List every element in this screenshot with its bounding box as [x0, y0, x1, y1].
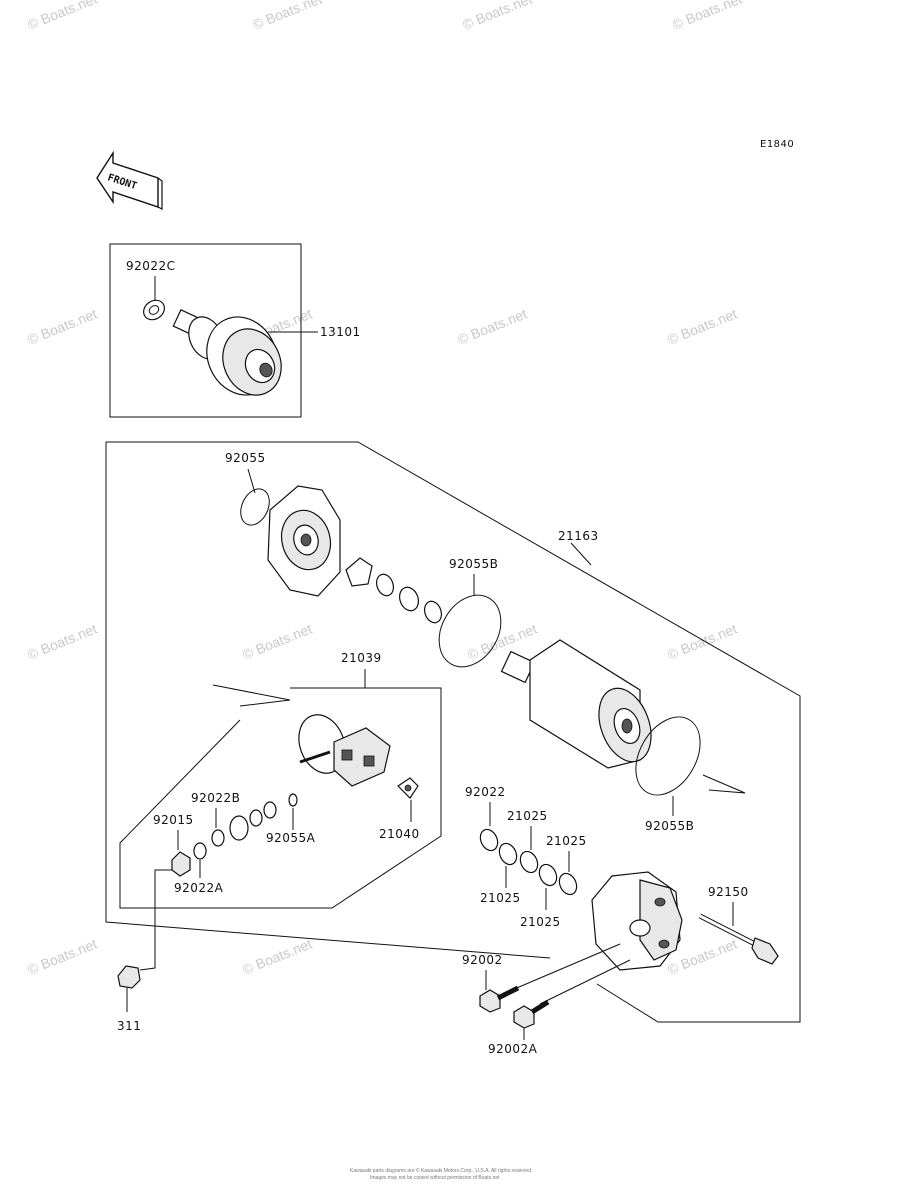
watermark: © Boats.net — [250, 0, 324, 33]
front-cover — [267, 485, 341, 597]
callout-92002: 92002 — [462, 953, 503, 967]
callout-92150: 92150 — [708, 885, 749, 899]
nut-311 — [117, 965, 141, 989]
starter-assembly-outline — [106, 441, 801, 1023]
callout-92022C: 92022C — [126, 259, 176, 273]
callout-92022A: 92022A — [174, 881, 224, 895]
watermark: © Boats.net — [25, 0, 99, 33]
callout-21040: 21040 — [379, 827, 420, 841]
watermark: © Boats.net — [25, 935, 99, 977]
nut-21040 — [397, 777, 419, 799]
watermark: © Boats.net — [670, 0, 744, 33]
brush-plate-21039 — [298, 714, 391, 787]
rear-cover — [591, 871, 683, 971]
callout-92055B-top: 92055B — [449, 557, 498, 571]
callout-13101: 13101 — [320, 325, 361, 339]
washer-92022C — [143, 299, 165, 321]
callout-21025-c: 21025 — [480, 891, 521, 905]
o-ring-92055B-bottom — [635, 716, 701, 796]
watermark: © Boats.net — [240, 620, 314, 662]
callout-92022: 92022 — [465, 785, 506, 799]
callout-21025-b: 21025 — [546, 834, 587, 848]
callout-92022B: 92022B — [191, 791, 240, 805]
callout-21163: 21163 — [558, 529, 599, 543]
o-ring-92055B-top — [438, 594, 502, 668]
callout-311: 311 — [117, 1019, 141, 1033]
watermark: © Boats.net — [465, 620, 539, 662]
o-ring-92055 — [240, 488, 270, 526]
front-arrow-icon: FRONT — [96, 150, 163, 210]
callout-21039: 21039 — [341, 651, 382, 665]
callout-92055B-bottom: 92055B — [645, 819, 694, 833]
drive-assembly-box — [109, 243, 302, 418]
starter-clutch-13101 — [172, 308, 282, 396]
watermark: © Boats.net — [25, 305, 99, 347]
footer-line-2: Images may not be copied without permiss… — [370, 1175, 500, 1181]
watermark: © Boats.net — [665, 620, 739, 662]
watermark: © Boats.net — [25, 620, 99, 662]
bearing-parts-top — [345, 557, 443, 624]
callout-92015: 92015 — [153, 813, 194, 827]
callout-92002A: 92002A — [488, 1042, 538, 1056]
bolt-92002 — [479, 985, 520, 1013]
starter-motor-yoke — [500, 639, 652, 769]
bolt-92150 — [698, 913, 779, 965]
footer-line-1: Kawasaki parts diagrams are © Kawasaki M… — [350, 1167, 532, 1174]
callout-21025-a: 21025 — [507, 809, 548, 823]
callout-92055A: 92055A — [266, 831, 316, 845]
brush-holder-box — [119, 687, 442, 909]
diagram-code: E1840 — [760, 139, 794, 150]
watermark: © Boats.net — [460, 0, 534, 33]
washer-stack-21039 — [171, 793, 298, 877]
washer-stack-21025 — [479, 828, 578, 896]
bolt-92002A — [513, 999, 550, 1029]
watermark: © Boats.net — [240, 935, 314, 977]
callout-92055: 92055 — [225, 451, 266, 465]
watermark: © Boats.net — [455, 305, 529, 347]
watermark: © Boats.net — [665, 305, 739, 347]
callout-21025-d: 21025 — [520, 915, 561, 929]
